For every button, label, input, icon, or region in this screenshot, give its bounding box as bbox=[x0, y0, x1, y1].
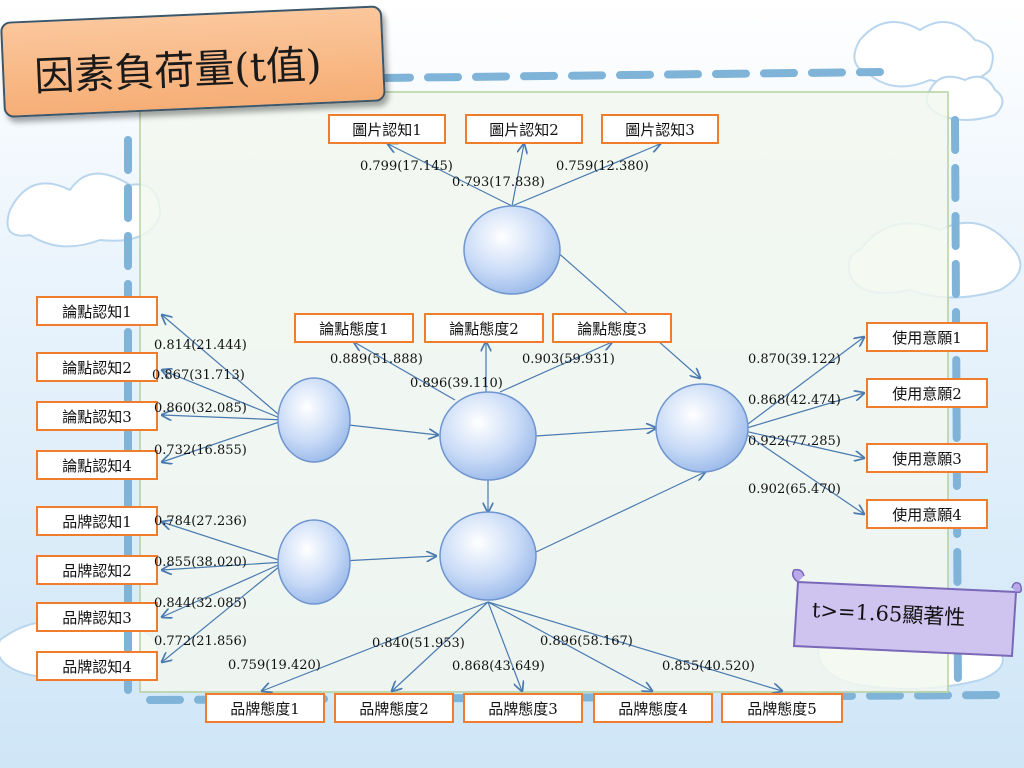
indicator-argument-cognition-1: 論點認知1 bbox=[36, 296, 158, 326]
indicator-use-intention-2: 使用意願2 bbox=[866, 378, 988, 408]
indicator-picture-cognition-1: 圖片認知1 bbox=[328, 114, 446, 144]
loading-brand-attitude-2: 0.840(51.953) bbox=[372, 636, 465, 651]
indicator-picture-cognition-3: 圖片認知3 bbox=[601, 114, 719, 144]
loading-picture-1: 0.799(17.145) bbox=[360, 159, 453, 174]
loading-use-intention-3: 0.922(77.285) bbox=[748, 434, 841, 449]
loading-argument-cognition-3: 0.860(32.085) bbox=[154, 401, 247, 416]
indicator-picture-cognition-2: 圖片認知2 bbox=[465, 114, 583, 144]
loading-picture-3: 0.759(12.380) bbox=[556, 159, 649, 174]
indicator-brand-attitude-4: 品牌態度4 bbox=[593, 693, 713, 723]
latent-argument-cognition bbox=[277, 377, 351, 463]
indicator-argument-cognition-2: 論點認知2 bbox=[36, 352, 158, 382]
latent-argument-attitude bbox=[439, 391, 537, 481]
indicator-argument-attitude-1: 論點態度1 bbox=[294, 313, 414, 343]
latent-picture-cognition bbox=[463, 205, 561, 295]
loading-brand-attitude-4: 0.896(58.167) bbox=[540, 634, 633, 649]
loading-argument-attitude-3: 0.903(59.931) bbox=[522, 352, 615, 367]
indicator-brand-cognition-2: 品牌認知2 bbox=[36, 555, 158, 585]
loading-use-intention-2: 0.868(42.474) bbox=[748, 393, 841, 408]
note-scroll bbox=[791, 568, 1023, 658]
indicator-use-intention-1: 使用意願1 bbox=[866, 322, 988, 352]
loading-use-intention-4: 0.902(65.470) bbox=[748, 482, 841, 497]
loading-argument-cognition-2: 0.867(31.713) bbox=[152, 368, 245, 383]
loading-use-intention-1: 0.870(39.122) bbox=[748, 352, 841, 367]
indicator-brand-cognition-3: 品牌認知3 bbox=[36, 602, 158, 632]
indicator-brand-attitude-5: 品牌態度5 bbox=[721, 693, 843, 723]
latent-brand-attitude bbox=[439, 511, 537, 601]
loading-argument-cognition-4: 0.732(16.855) bbox=[154, 443, 247, 458]
indicator-argument-cognition-3: 論點認知3 bbox=[36, 401, 158, 431]
indicator-brand-attitude-2: 品牌態度2 bbox=[334, 693, 454, 723]
loading-brand-cognition-2: 0.855(38.020) bbox=[154, 555, 247, 570]
path-arrows bbox=[162, 144, 864, 691]
loading-argument-cognition-1: 0.814(21.444) bbox=[154, 338, 247, 353]
loading-picture-2: 0.793(17.838) bbox=[452, 175, 545, 190]
loading-brand-cognition-1: 0.784(27.236) bbox=[154, 514, 247, 529]
indicator-argument-attitude-3: 論點態度3 bbox=[552, 313, 672, 343]
indicator-use-intention-4: 使用意願4 bbox=[866, 499, 988, 529]
indicator-brand-cognition-4: 品牌認知4 bbox=[36, 651, 158, 681]
loading-brand-cognition-4: 0.772(21.856) bbox=[154, 634, 247, 649]
latent-brand-cognition bbox=[277, 519, 351, 605]
loading-brand-attitude-1: 0.759(19.420) bbox=[228, 658, 321, 673]
page-title: 因素負荷量(t值) bbox=[33, 42, 323, 101]
indicator-brand-attitude-1: 品牌態度1 bbox=[205, 693, 325, 723]
loading-brand-attitude-3: 0.868(43.649) bbox=[452, 659, 545, 674]
indicator-argument-attitude-2: 論點態度2 bbox=[424, 313, 544, 343]
loading-brand-cognition-3: 0.844(32.085) bbox=[154, 596, 247, 611]
loading-brand-attitude-5: 0.855(40.520) bbox=[662, 659, 755, 674]
title-banner: 因素負荷量(t值) bbox=[0, 5, 386, 118]
indicator-brand-cognition-1: 品牌認知1 bbox=[36, 506, 158, 536]
indicator-use-intention-3: 使用意願3 bbox=[866, 443, 988, 473]
latent-use-intention bbox=[655, 383, 749, 473]
loading-argument-attitude-1: 0.889(51.888) bbox=[330, 352, 423, 367]
indicator-brand-attitude-3: 品牌態度3 bbox=[463, 693, 583, 723]
indicator-argument-cognition-4: 論點認知4 bbox=[36, 450, 158, 480]
loading-argument-attitude-2: 0.896(39.110) bbox=[410, 376, 503, 391]
